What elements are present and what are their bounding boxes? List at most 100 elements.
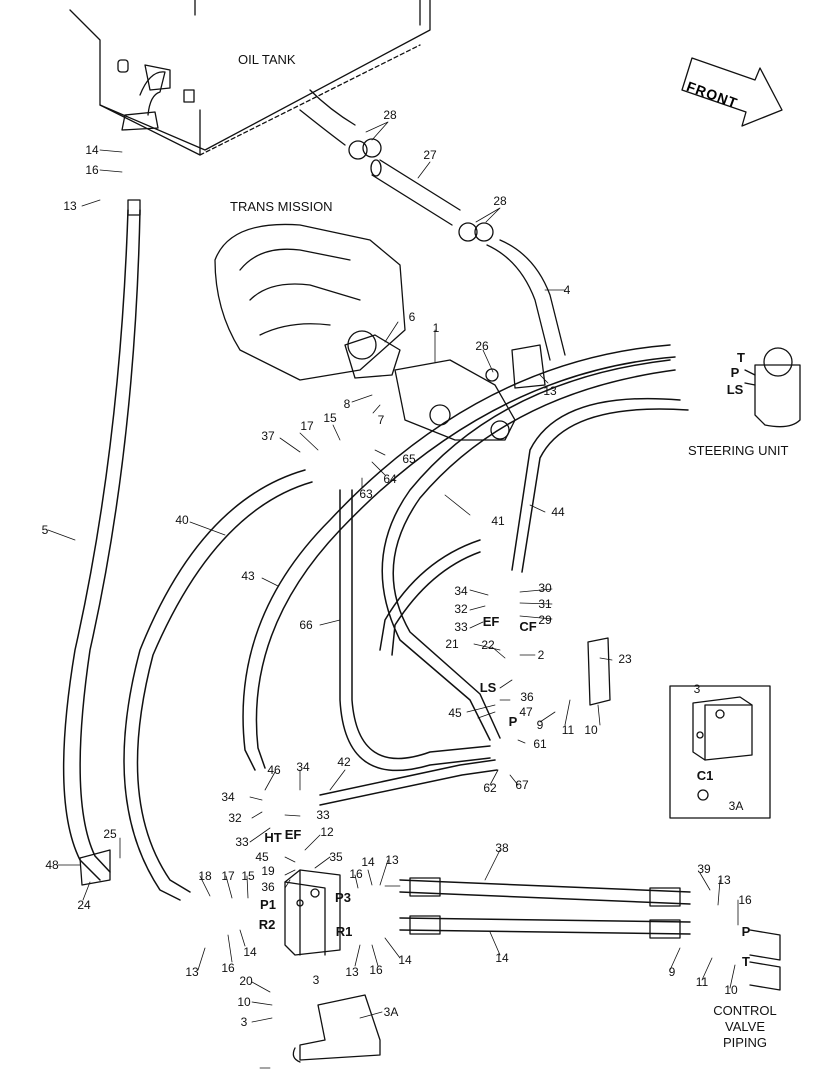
part-callout: 64 (383, 472, 397, 486)
part-callout: 22 (481, 638, 495, 652)
part-callout: 34 (221, 790, 235, 804)
part-callout: 12 (320, 825, 334, 839)
port-label: R2 (258, 917, 276, 932)
part-callout: 44 (551, 505, 565, 519)
part-callout: 10 (584, 723, 598, 737)
part-callout: 15 (323, 411, 337, 425)
inset-part-label: 3A (728, 799, 744, 813)
part-callout: 39 (697, 862, 711, 876)
control-valve-caption: CONTROL VALVE PIPING (713, 1003, 777, 1051)
port-label: P3 (335, 890, 351, 905)
part-callout: 11 (561, 723, 575, 737)
part-callout: 9 (668, 965, 676, 979)
part-callout: 10 (237, 995, 251, 1009)
part-callout: 66 (299, 618, 313, 632)
part-callout: 40 (175, 513, 189, 527)
part-callout: 16 (369, 963, 383, 977)
part-callout: 13 (185, 965, 199, 979)
part-callout: 15 (241, 869, 255, 883)
port-label: R1 (335, 924, 353, 939)
port-label: T (742, 954, 750, 969)
port-label: LS (726, 382, 744, 397)
part-callout: 16 (738, 893, 752, 907)
part-callout: 28 (383, 108, 397, 122)
part-callout: 27 (423, 148, 437, 162)
part-callout: 24 (77, 898, 91, 912)
pump-drawing (394, 359, 516, 441)
control-valve-caption-line: PIPING (722, 1035, 768, 1050)
control-valve-caption-line: CONTROL (713, 1003, 777, 1018)
inset-port-label: C1 (696, 768, 714, 783)
transmission-drawing (214, 223, 406, 381)
part-callout: 28 (493, 194, 507, 208)
oil-tank-drawing (69, 0, 431, 156)
part-callout: 14 (398, 953, 412, 967)
part-callout: 14 (495, 951, 509, 965)
part-callout: 36 (520, 690, 534, 704)
part-callout: 46 (267, 763, 281, 777)
part-callout: 33 (454, 620, 468, 634)
part-callout: 31 (538, 597, 552, 611)
part-callout: 13 (543, 384, 557, 398)
part-callout: 11 (695, 975, 709, 989)
steering-unit-caption: STEERING UNIT (688, 443, 789, 458)
part-callout: 1 (432, 321, 440, 335)
part-callout: 3 (240, 1015, 248, 1029)
valve-block-drawing (284, 869, 341, 956)
part-callout: 18 (198, 869, 212, 883)
part-callout: 14 (243, 945, 257, 959)
part-callout: 48 (45, 858, 59, 872)
part-callout: 6 (408, 310, 416, 324)
part-callout: 45 (448, 706, 462, 720)
port-label: LS (479, 680, 497, 695)
part-callout: 21 (445, 637, 459, 651)
part-callout: 19 (261, 864, 275, 878)
part-callout: 9 (536, 718, 544, 732)
part-callout: 37 (261, 429, 275, 443)
part-callout: 7 (377, 413, 385, 427)
part-callout: 41 (491, 514, 505, 528)
part-callout: 62 (483, 781, 497, 795)
part-callout: 65 (402, 452, 416, 466)
part-callout: 63 (359, 487, 373, 501)
part-callout: 13 (345, 965, 359, 979)
part-callout: 47 (519, 705, 533, 719)
port-label: EF (284, 827, 302, 842)
part-callout: 5 (41, 523, 49, 537)
port-label: P (508, 714, 518, 729)
part-callout: 42 (337, 755, 351, 769)
port-label: EF (482, 614, 500, 629)
part-callout: 26 (475, 339, 489, 353)
oil-tank-caption: OIL TANK (238, 52, 296, 67)
part-callout: 10 (724, 983, 738, 997)
part-callout: 20 (239, 974, 253, 988)
part-callout: 8 (343, 397, 351, 411)
part-callout: 16 (85, 163, 99, 177)
steering-unit-drawing (744, 347, 801, 428)
part-callout: 14 (361, 855, 375, 869)
part-callout: 33 (316, 808, 330, 822)
part-callout: 34 (454, 584, 468, 598)
control-valve-caption-line: VALVE (725, 1019, 765, 1034)
part-callout: 38 (495, 841, 509, 855)
part-callout: 35 (329, 850, 343, 864)
port-label: CF (519, 619, 537, 634)
part-callout: 67 (515, 778, 529, 792)
front-arrow-shape (681, 57, 783, 127)
part-callout: 30 (538, 581, 552, 595)
port-label: P1 (260, 897, 276, 912)
part-callout: 34 (296, 760, 310, 774)
part-callout: 45 (255, 850, 269, 864)
part-callout: 61 (533, 737, 547, 751)
part-callout: 32 (228, 811, 242, 825)
part-callout: 14 (85, 143, 99, 157)
part-callout: 33 (235, 835, 249, 849)
part-callout: 3A (383, 1005, 399, 1019)
part-callout: 2 (537, 648, 545, 662)
port-label: P (741, 924, 751, 939)
part-callout: 13 (63, 199, 77, 213)
hose-27 (348, 138, 566, 389)
part-callout: 16 (349, 867, 363, 881)
part-callout: 17 (300, 419, 314, 433)
